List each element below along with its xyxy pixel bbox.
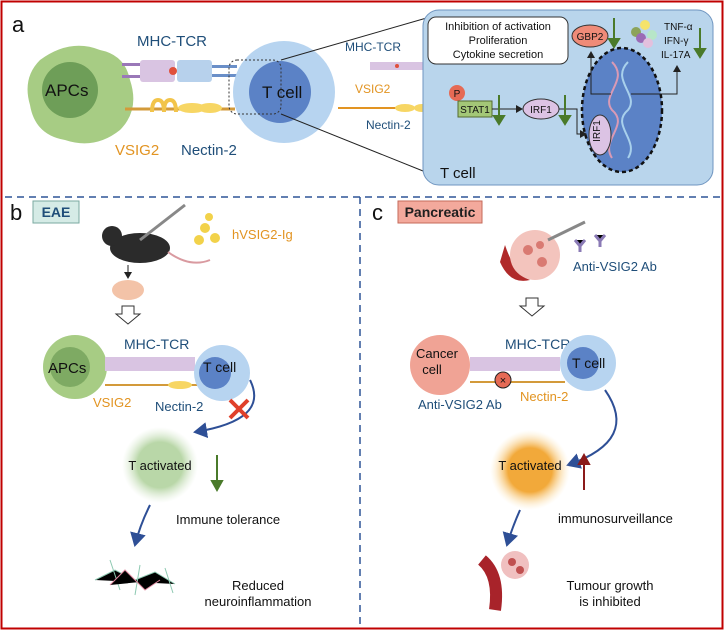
phospho-badge: [449, 85, 465, 101]
b-mhc-tcr-label: MHC-TCR: [124, 336, 189, 352]
outcome-tumour-line1: Tumour growth: [567, 578, 654, 593]
panel-a-label: a: [12, 12, 25, 37]
b-vsig2-label: VSIG2: [93, 395, 131, 410]
t-cell-label: T cell: [262, 83, 302, 102]
b-t-activated-label: T activated: [128, 458, 191, 473]
blocked-icon: [494, 371, 512, 389]
b-nectin2-label: Nectin-2: [155, 399, 203, 414]
c-hollow-down-arrow-icon: [518, 297, 546, 317]
gbp2-label: GBP2: [577, 32, 604, 43]
c-t-activated-cell: [490, 430, 570, 510]
gbp2-node: [571, 24, 609, 48]
c-t-cell-label: T cell: [572, 355, 605, 371]
nectin2-molecule: [178, 103, 206, 113]
cytokine-ifn: IFN-γ: [664, 36, 688, 47]
b-t-activated-cell: [122, 427, 198, 503]
c-mhc-tcr-label: MHC-TCR: [505, 336, 570, 352]
cancer-label-line2: cell: [422, 362, 442, 377]
vsig2-molecule: [150, 97, 178, 113]
c-syringe-icon: [547, 220, 586, 242]
drug-label: hVSIG2-Ig: [232, 227, 293, 242]
effects-box: [427, 16, 569, 65]
cancer-cell: [410, 335, 470, 395]
apc-nucleus: [42, 62, 98, 118]
cytokine-tnf: TNF-α: [664, 22, 693, 33]
tcr-molecule: [177, 60, 212, 82]
irf1-nuclear-label: IRF1: [592, 120, 603, 142]
cytokine-icon: [631, 20, 657, 48]
c-nectin2-label: Nectin-2: [520, 389, 568, 404]
down-arrow-icon: [492, 18, 707, 126]
blocked-x: ×: [500, 375, 506, 387]
up-arrow-icon: [577, 452, 591, 490]
effect-3: Cytokine secretion: [453, 49, 544, 61]
b-down-arrow-icon: [210, 455, 224, 493]
apc-label: APCs: [45, 81, 88, 100]
panel-c-label: c: [372, 200, 383, 225]
immune-tolerance-label: Immune tolerance: [176, 512, 280, 527]
outcome-tumour-line2: is inhibited: [579, 594, 640, 609]
neurons-icon: [94, 559, 176, 596]
zoom-box: [228, 59, 282, 115]
pancreas-tumor-icon: [500, 230, 560, 281]
stat1-label: STAT1: [460, 105, 490, 116]
effect-1: Inhibition of activation: [445, 21, 551, 33]
drug-dots-icon: [194, 213, 220, 245]
cancer-label-line1: Cancer: [416, 346, 459, 361]
hollow-down-arrow-icon: [114, 305, 142, 325]
nucleus: [580, 46, 664, 174]
panel-b: b EAE hVSIG2-Ig MHC-TCR APCs VSIG2 T cel…: [10, 200, 311, 609]
mhc-tcr-label: MHC-TCR: [137, 33, 207, 50]
panel-b-label: b: [10, 200, 22, 225]
t-cell-nucleus: [249, 61, 311, 123]
immunosurveillance-label: immunosurveillance: [558, 511, 673, 526]
inset-cell-label: T cell: [440, 165, 476, 182]
irf1-nuclear: [588, 114, 612, 156]
irf1-label: IRF1: [530, 105, 552, 116]
c-t-activated-label: T activated: [498, 458, 561, 473]
pancreatic-tag-label: Pancreatic: [405, 204, 476, 220]
spinal-cord-icon: [112, 280, 144, 300]
syringe-icon: [139, 203, 186, 242]
zoom-vsig2-label: VSIG2: [355, 82, 391, 96]
effect-2: Proliferation: [469, 35, 528, 47]
panel-c: c Pancreatic Anti-VSIG2 Ab MHC-TCR Cance…: [372, 200, 673, 611]
phospho-label: P: [454, 89, 461, 100]
pancreatic-tag: [397, 200, 483, 224]
antibody-icon: [573, 234, 607, 252]
zoom-mhc-tcr-label: MHC-TCR: [345, 40, 401, 54]
zoom-nectin2-label: Nectin-2: [366, 118, 411, 132]
b-apc-label: APCs: [48, 360, 86, 377]
eae-tag: [32, 200, 80, 224]
panel-a: a MHC-TCR APCs VSIG2 Nectin-2 T cell MHC…: [12, 9, 714, 186]
outcome-reduced-line2: neuroinflammation: [205, 594, 312, 609]
eae-tag-label: EAE: [42, 204, 71, 220]
c-antibody-label: Anti-VSIG2 Ab: [418, 397, 502, 412]
antibody-label: Anti-VSIG2 Ab: [573, 259, 657, 274]
cytokine-il17a: IL-17A: [661, 50, 691, 61]
b-t-cell-label: T cell: [203, 359, 236, 375]
cross-icon: [228, 398, 250, 420]
outcome-reduced-line1: Reduced: [232, 578, 284, 593]
mouse-icon: [102, 226, 211, 264]
vsig2-label: VSIG2: [115, 142, 159, 159]
nectin2-label: Nectin-2: [181, 142, 237, 159]
blood-vessel-tumor-icon: [477, 551, 529, 611]
mhc-molecule: [140, 60, 175, 82]
